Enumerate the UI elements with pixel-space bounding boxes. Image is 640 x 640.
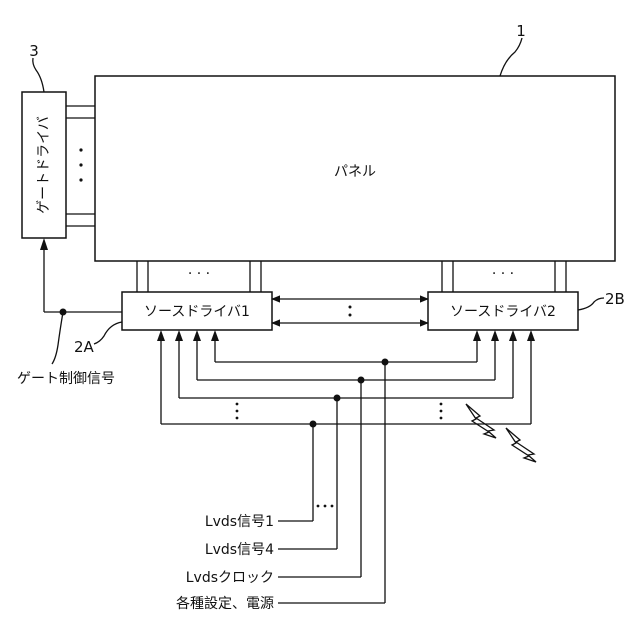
source-driver-2-ref-leader xyxy=(578,298,604,310)
input-buses xyxy=(157,330,535,424)
source-driver-2-ref: 2B xyxy=(605,290,625,308)
gate-connector-ellipsis xyxy=(79,148,82,181)
gate-driver-ref: 3 xyxy=(29,42,39,60)
settings-power-label: 各種設定、電源 xyxy=(176,596,274,612)
source2-connector-ellipsis: · · · xyxy=(492,266,514,282)
source-driver-2-label: ソースドライバ2 xyxy=(450,304,556,320)
source-driver-1-ref: 2A xyxy=(74,338,95,356)
panel-ref: 1 xyxy=(516,22,526,40)
trunk-ellipsis xyxy=(317,505,334,508)
bus-ellipsis-left xyxy=(236,403,239,420)
panel-label: パネル xyxy=(334,164,376,180)
lvds-clock-label: Lvdsクロック xyxy=(186,570,274,586)
gate-control-signal-label: ゲート制御信号 xyxy=(17,371,115,387)
noise-lightning-icon xyxy=(466,404,496,438)
gate-driver-ref-leader xyxy=(33,58,44,92)
noise-lightning-icon xyxy=(506,428,536,462)
bus-ellipsis-right xyxy=(440,403,443,420)
source1-connector-ellipsis: · · · xyxy=(188,266,210,282)
input-trunks xyxy=(278,359,389,604)
source-driver-1-ref-leader xyxy=(94,322,122,344)
gate-driver-label: ゲートドライバ xyxy=(36,116,52,214)
lvds-signal-4-label: Lvds信号4 xyxy=(205,542,274,558)
cascade-ellipsis xyxy=(349,306,352,317)
source-driver-1-label: ソースドライバ1 xyxy=(144,304,250,320)
lvds-signal-1-label: Lvds信号1 xyxy=(205,514,274,530)
panel-ref-leader xyxy=(500,38,522,76)
